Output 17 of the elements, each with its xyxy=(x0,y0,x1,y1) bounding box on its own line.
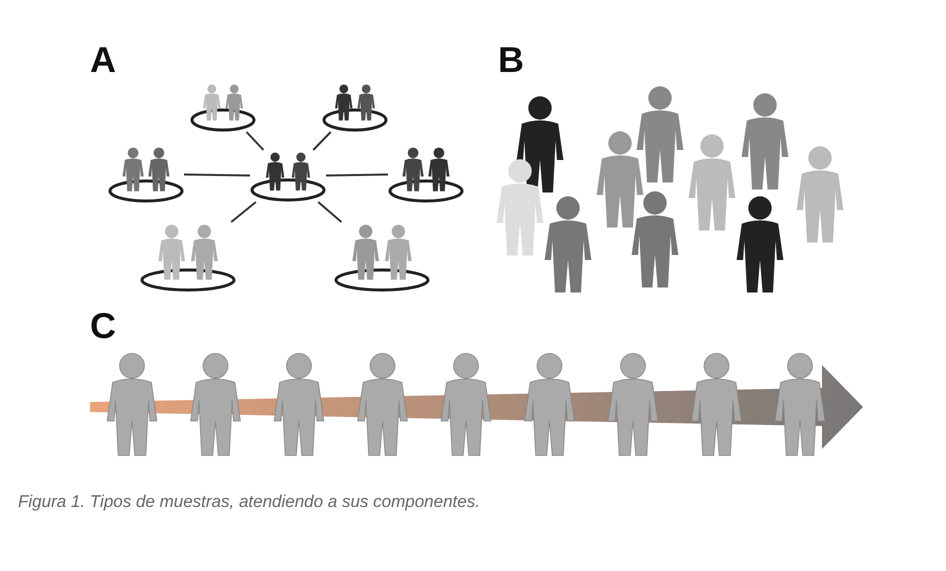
people-group-drawing xyxy=(322,82,388,132)
connector-line xyxy=(326,174,388,176)
panel-label: A xyxy=(90,42,116,78)
people-group-drawing xyxy=(334,222,430,292)
people-group-drawing xyxy=(190,82,256,132)
people-group-drawing xyxy=(250,150,326,202)
people-group-drawing xyxy=(388,145,464,203)
figure-caption: Figura 1. Tipos de muestras, atendiendo a sus componentes. xyxy=(18,492,480,512)
people-group-drawing xyxy=(108,145,184,203)
panel-label: C xyxy=(90,308,116,344)
connector-line xyxy=(318,201,342,223)
panel-label: B xyxy=(498,42,524,78)
connector-line xyxy=(246,131,264,151)
connector-line xyxy=(230,201,257,223)
people-group-drawing xyxy=(140,222,236,292)
connector-line xyxy=(312,131,332,151)
connector-line xyxy=(184,174,250,176)
